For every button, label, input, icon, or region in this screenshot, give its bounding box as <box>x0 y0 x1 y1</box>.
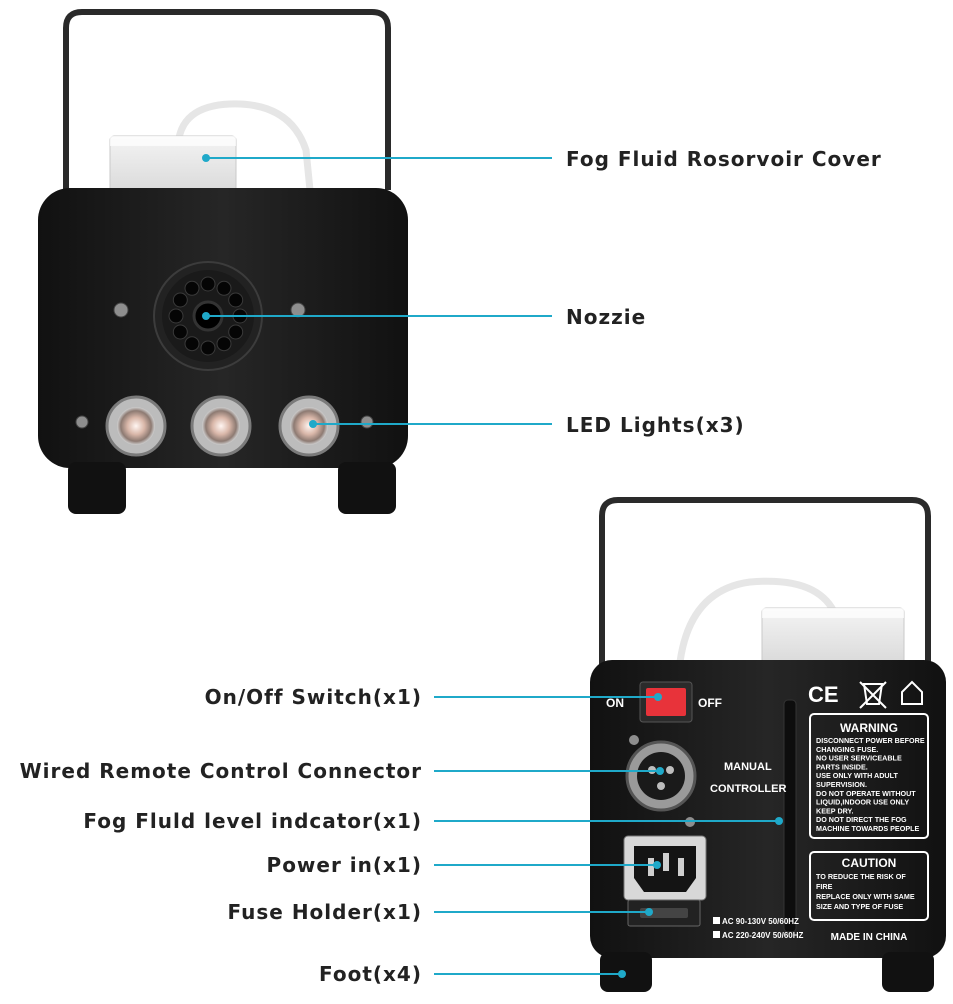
leader-lines <box>202 154 783 978</box>
label-text-line: REPLACE ONLY WITH SAME <box>816 892 915 901</box>
leader-switch <box>434 693 662 701</box>
voltage-option-1: AC 90-130V 50/60HZ <box>722 917 799 926</box>
label-text-line: DISCONNECT POWER BEFORE <box>816 736 925 745</box>
manual-text: MANUAL <box>724 761 772 773</box>
back-foot-left <box>600 952 652 992</box>
front-fog-machine <box>38 9 408 514</box>
warning-box <box>809 713 929 839</box>
led-light-lens <box>290 407 328 445</box>
nozzle-vent-hole <box>216 280 232 296</box>
nozzle-vent-hole <box>216 336 232 352</box>
switch-on-text: ON <box>606 696 624 710</box>
nozzle-vent-hole <box>172 324 188 340</box>
label-text-line: DO NOT OPERATE WITHOUT <box>816 789 916 798</box>
label-text-line: DO NOT DIRECT THE FOG <box>816 815 907 824</box>
front-screw-right <box>290 302 306 318</box>
voltage-option-2: AC 220-240V 50/60HZ <box>722 931 803 940</box>
front-screw-led-right <box>360 415 374 429</box>
indoor-house-icon <box>901 680 923 705</box>
label-text-line: MACHINE TOWARDS PEOPLE <box>816 824 920 833</box>
label-text-line: SUPERVISION. <box>816 780 867 789</box>
label-text-line: KEEP DRY. <box>816 806 854 815</box>
label-text-line: NO USER SERVICEABLE <box>816 754 902 763</box>
led-light-lens <box>202 407 240 445</box>
leader-fuse-holder <box>434 908 653 916</box>
front-foot-left <box>68 462 126 514</box>
on-off-switch-rocker <box>646 688 686 716</box>
back-handle <box>599 497 931 668</box>
label-text-line: FIRE <box>816 882 833 891</box>
leader-reservoir-cover <box>202 154 552 162</box>
label-foot: Foot(x4) <box>319 962 422 986</box>
led-light-lens <box>117 407 155 445</box>
leader-foot <box>434 970 626 978</box>
front-foot-right <box>338 462 396 514</box>
nozzle-vent-hole <box>184 336 200 352</box>
controller-text: CONTROLLER <box>710 783 786 795</box>
back-tube <box>676 577 840 663</box>
label-remote-connector: Wired Remote Control Connector <box>19 759 422 783</box>
connector-screw-top <box>629 735 639 745</box>
label-on-off-switch: On/Off Switch(x1) <box>204 685 422 709</box>
back-fog-machine: ON OFF MANUAL CONTROLLER AC 90-130V 50/6… <box>590 497 946 992</box>
nozzle-vent-hole <box>200 340 216 356</box>
fluid-level-indicator <box>783 699 797 933</box>
leader-level-indicator <box>434 817 783 825</box>
nozzle-vent-hole <box>228 324 244 340</box>
led-lights-group <box>105 395 340 457</box>
leader-remote-connector <box>434 767 664 775</box>
label-text-line: LIQUID,INDOOR USE ONLY <box>816 798 909 807</box>
warning-title: WARNING <box>840 721 898 735</box>
label-text-line: SIZE AND TYPE OF FUSE <box>816 902 903 911</box>
caution-box <box>809 851 929 921</box>
leader-led-lights <box>309 420 552 428</box>
nozzle-vent-hole <box>228 292 244 308</box>
label-fuse-holder: Fuse Holder(x1) <box>227 900 422 924</box>
caution-title: CAUTION <box>842 856 897 870</box>
front-tube <box>174 100 314 191</box>
front-screw-led-left <box>75 415 89 429</box>
back-foot-right <box>882 952 934 992</box>
label-text-line: PARTS INSIDE. <box>816 762 868 771</box>
ce-mark: CE <box>808 682 839 707</box>
label-text-line: CHANGING FUSE. <box>816 745 878 754</box>
front-screw-left <box>113 302 129 318</box>
label-text-line: USE ONLY WITH ADULT <box>816 771 898 780</box>
label-power-in: Power in(x1) <box>266 853 422 877</box>
weee-bin-icon <box>859 681 887 709</box>
label-reservoir-cover: Fog Fluid Rosorvoir Cover <box>566 147 882 171</box>
leader-power-in <box>434 861 661 869</box>
switch-off-text: OFF <box>698 696 722 710</box>
nozzle-vent-hole <box>200 276 216 292</box>
nozzle-vent-hole <box>168 308 184 324</box>
nozzle-vent-hole <box>172 292 188 308</box>
front-handle <box>63 9 391 190</box>
label-led-lights: LED Lights(x3) <box>566 413 745 437</box>
label-nozzle: Nozzie <box>566 305 647 329</box>
label-text-line: TO REDUCE THE RISK OF <box>816 872 906 881</box>
nozzle-vent-hole <box>184 280 200 296</box>
made-in-text: MADE IN CHINA <box>831 932 908 943</box>
leader-nozzle <box>202 312 552 320</box>
label-level-indicator: Fog Fluld level indcator(x1) <box>83 809 422 833</box>
